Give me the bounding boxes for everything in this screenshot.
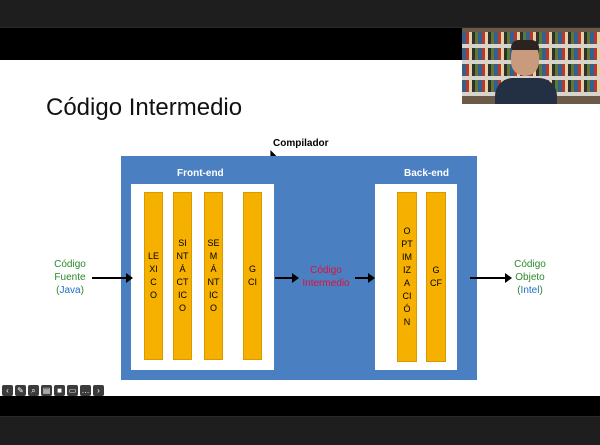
phase-semantico: SEMÁNTICO: [204, 192, 223, 360]
source-line1: Código: [54, 259, 86, 270]
subtitles-icon[interactable]: ▭: [67, 385, 78, 396]
compilador-label: Compilador: [273, 138, 329, 149]
camera-icon[interactable]: ■: [54, 385, 65, 396]
intermediate-code-label: Código Intermedio: [298, 264, 354, 290]
meeting-bottom-bar: [0, 416, 600, 445]
pen-icon[interactable]: ✎: [15, 385, 26, 396]
phase-lexico-label: LEXICO: [147, 251, 159, 300]
phase-gcf-label: GCF: [430, 265, 442, 288]
arrow-middle-to-backend: [355, 273, 375, 283]
zoom-icon[interactable]: ⌕: [28, 385, 39, 396]
phase-gci: GCI: [243, 192, 262, 360]
target-arch-name: Intel: [520, 285, 540, 296]
meeting-top-bar: [0, 0, 600, 28]
phase-lexico: LEXICO: [144, 192, 163, 360]
forward-arrow-icon[interactable]: ›: [93, 385, 104, 396]
presenter-shirt: [495, 78, 557, 104]
target-line2: Objeto: [515, 272, 545, 283]
source-lang-name: Java: [59, 285, 81, 296]
source-code-label: Código Fuente (Java): [48, 258, 92, 297]
slide-toolbar: ‹ ✎ ⌕ ▤ ■ ▭ … ›: [2, 385, 104, 396]
target-code-label: Código Objeto (Intel): [508, 258, 552, 297]
phase-gcf: GCF: [426, 192, 446, 362]
bookshelf-books: [462, 32, 600, 44]
source-lang: (Java): [56, 285, 84, 296]
frontend-label: Front-end: [177, 168, 224, 179]
phase-optimizacion: OPTIMIZACIÓN: [397, 192, 417, 362]
more-icon[interactable]: …: [80, 385, 91, 396]
middle-line2: Intermedio: [302, 278, 350, 289]
arrow-frontend-to-middle: [275, 273, 299, 283]
target-arch: (Intel): [517, 285, 543, 296]
presentation-slide: Código Intermedio Compilador Front-end B…: [0, 60, 600, 396]
presenter-hair: [511, 40, 539, 50]
video-letterbox-bottom: [0, 396, 600, 416]
back-arrow-icon[interactable]: ‹: [2, 385, 13, 396]
webcam-thumbnail[interactable]: [462, 28, 600, 104]
source-line2: Fuente: [54, 272, 86, 283]
phase-sintactico: SINTÁCTICO: [173, 192, 192, 360]
arrow-backend-to-target: [470, 273, 512, 283]
phase-sintactico-label: SINTÁCTICO: [176, 238, 189, 313]
phase-gci-label: GCI: [248, 264, 257, 287]
slide-title: Código Intermedio: [46, 94, 243, 121]
arrow-source-to-frontend: [92, 273, 133, 283]
slides-icon[interactable]: ▤: [41, 385, 52, 396]
middle-line1: Código: [310, 265, 342, 276]
phase-optimizacion-label: OPTIMIZACIÓN: [401, 226, 413, 327]
phase-semantico-label: SEMÁNTICO: [207, 238, 220, 313]
target-line1: Código: [514, 259, 546, 270]
backend-label: Back-end: [404, 168, 450, 179]
